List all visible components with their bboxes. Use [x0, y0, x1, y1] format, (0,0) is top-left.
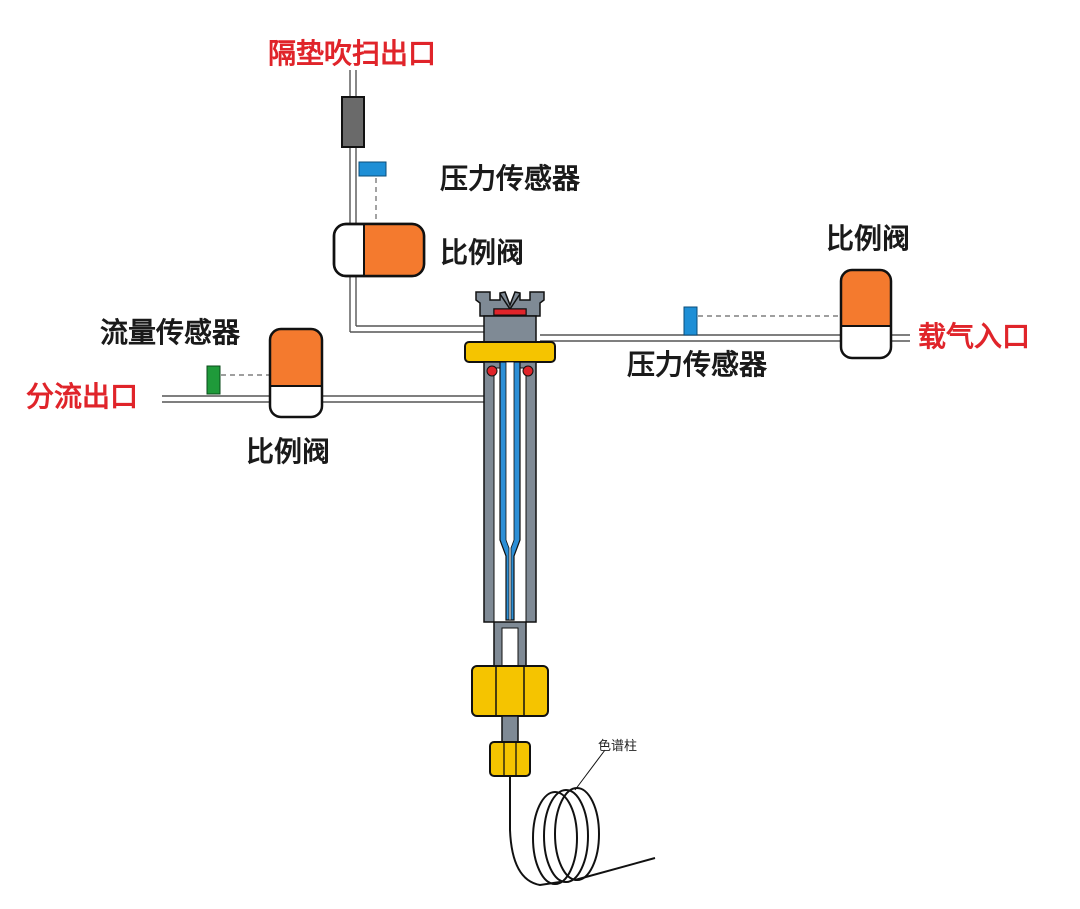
flow-sensor-label: 流量传感器	[100, 316, 241, 349]
column-label: 色谱柱	[598, 738, 637, 754]
proportional-valve-top	[332, 222, 426, 278]
purge-restrictor-block	[341, 96, 365, 148]
carrier-gas-inlet-label: 载气入口	[918, 320, 1030, 353]
reducing-nut	[471, 665, 549, 717]
pressure-sensor-top-icon	[358, 161, 387, 177]
o-ring-right	[522, 365, 534, 377]
pressure-sensor-top-label: 压力传感器	[440, 162, 581, 195]
septum	[493, 308, 527, 316]
inlet-head-body	[483, 315, 537, 343]
o-ring-left	[486, 365, 498, 377]
proportional-valve-top-label: 比例阀	[440, 236, 524, 269]
column-nut	[489, 741, 531, 777]
proportional-valve-carrier	[839, 268, 893, 360]
column-stem	[501, 715, 519, 743]
pressure-sensor-carrier-label: 压力传感器	[627, 348, 768, 381]
inlet-lower-bore	[501, 627, 519, 671]
proportional-valve-carrier-label: 比例阀	[826, 222, 910, 255]
inlet-yellow-ring	[464, 341, 556, 363]
column-leader-line	[574, 749, 606, 791]
liner-bore	[505, 361, 515, 621]
flow-sensor-icon	[206, 365, 221, 395]
split-outlet-label: 分流出口	[26, 380, 138, 413]
proportional-valve-split-label: 比例阀	[246, 435, 330, 468]
proportional-valve-split	[268, 327, 324, 419]
septum-purge-outlet-label: 隔垫吹扫出口	[268, 37, 436, 70]
split-line	[162, 395, 488, 403]
inlet-assembly	[464, 291, 556, 778]
pressure-sensor-carrier-icon	[683, 306, 698, 336]
septum-purge-line	[349, 70, 484, 333]
column-coil	[509, 749, 656, 887]
